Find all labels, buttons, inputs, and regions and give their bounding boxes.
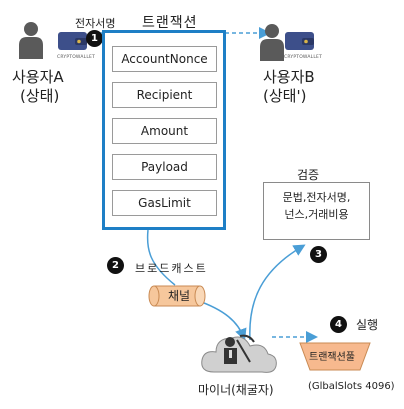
user-b-state: (상태') <box>263 87 307 105</box>
user-icon <box>19 22 43 59</box>
transaction-label: 트랜잭션 <box>142 15 198 31</box>
wallet-icon <box>58 32 87 50</box>
cloud-icon <box>201 336 277 373</box>
miner-to-verify-arrow <box>249 244 306 341</box>
user-a-name: 사용자A <box>12 68 64 86</box>
verify-title: 검증 <box>297 168 320 182</box>
wallet-icon <box>285 32 314 50</box>
broadcast-label: 브로드캐스트 <box>135 262 208 275</box>
signature-label: 전자서명 <box>75 17 116 30</box>
verify-line-2: 넌스,거래비용 <box>284 208 349 221</box>
wallet-caption: CRYPTOWALLET <box>284 55 323 60</box>
user-b-name: 사용자B <box>263 68 315 86</box>
pool-label: 트랜잭션풀 <box>309 352 355 363</box>
step-2-badge: 2 <box>107 257 124 274</box>
pool-caption: (GlbalSlots 4096) <box>308 381 395 392</box>
pool-icon <box>299 342 371 371</box>
tx-field-recipient: Recipient <box>112 82 217 108</box>
miner-icon <box>224 334 255 364</box>
channel-label: 채널 <box>168 289 191 303</box>
tx-field-gas-limit: GasLimit <box>112 190 217 216</box>
step-3-badge: 3 <box>310 246 327 263</box>
user-icon <box>260 24 284 61</box>
verify-box: 문법,전자서명, 넌스,거래비용 <box>263 182 370 240</box>
step-4-badge: 4 <box>330 316 347 333</box>
tx-field-payload: Payload <box>112 154 217 180</box>
verify-line-1: 문법,전자서명, <box>282 191 351 204</box>
user-a-state: (상태) <box>20 87 60 105</box>
channel-icon <box>148 285 206 307</box>
wallet-caption: CRYPTOWALLET <box>57 55 96 60</box>
step-1-badge: 1 <box>86 30 103 47</box>
execute-label: 실행 <box>356 318 379 332</box>
broadcast-line <box>146 229 176 286</box>
tx-field-account-nonce: AccountNonce <box>112 46 217 72</box>
tx-field-amount: Amount <box>112 118 217 144</box>
miner-label: 마이너(채굴자) <box>198 383 274 397</box>
